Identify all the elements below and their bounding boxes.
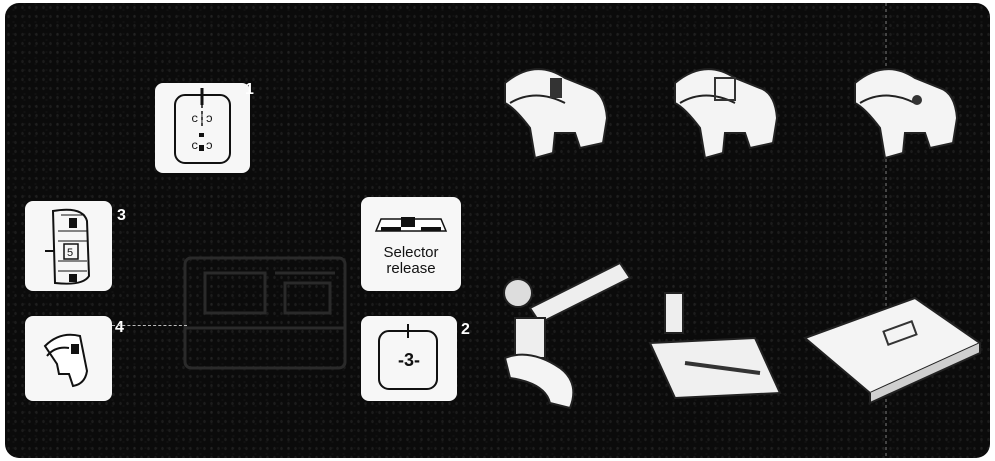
label-3: 3 bbox=[117, 207, 126, 225]
svg-text:c¦ɔ: c¦ɔ bbox=[191, 112, 213, 126]
selector-switch-icon bbox=[371, 209, 451, 239]
sewing-machine-ghost-image bbox=[165, 218, 365, 388]
label-2: 2 bbox=[461, 321, 470, 339]
pointer-line bbox=[112, 325, 187, 326]
stitch-width-value: -3- bbox=[361, 350, 457, 371]
stitch-length-dial-card bbox=[25, 201, 112, 291]
dial-value: 5 bbox=[67, 247, 73, 259]
buttonhole-foot-icon bbox=[645, 283, 785, 413]
quilting-guide-foot-icon bbox=[490, 238, 640, 418]
instruction-panel: c¦ɔ c ɔ 1 3 5 4 bbox=[5, 3, 990, 458]
needle-plate-icon bbox=[795, 288, 985, 418]
stitch-indicator-card: c¦ɔ c ɔ bbox=[155, 83, 250, 173]
presser-foot-b-icon bbox=[665, 48, 790, 183]
presser-foot-card bbox=[25, 316, 112, 401]
stitch-width-card: -3- bbox=[361, 316, 457, 401]
svg-text:c ɔ: c ɔ bbox=[191, 139, 213, 153]
selector-release-card: Selector release bbox=[361, 197, 461, 291]
dial-icon bbox=[25, 201, 112, 291]
selector-release-label: Selector release bbox=[361, 245, 461, 277]
stitch-indicator-icon: c¦ɔ c ɔ bbox=[155, 83, 250, 173]
presser-foot-small-icon bbox=[25, 316, 112, 401]
presser-foot-a-icon bbox=[495, 48, 620, 183]
label-4: 4 bbox=[115, 319, 124, 337]
label-1: 1 bbox=[245, 81, 254, 99]
presser-foot-c-icon bbox=[845, 48, 970, 183]
